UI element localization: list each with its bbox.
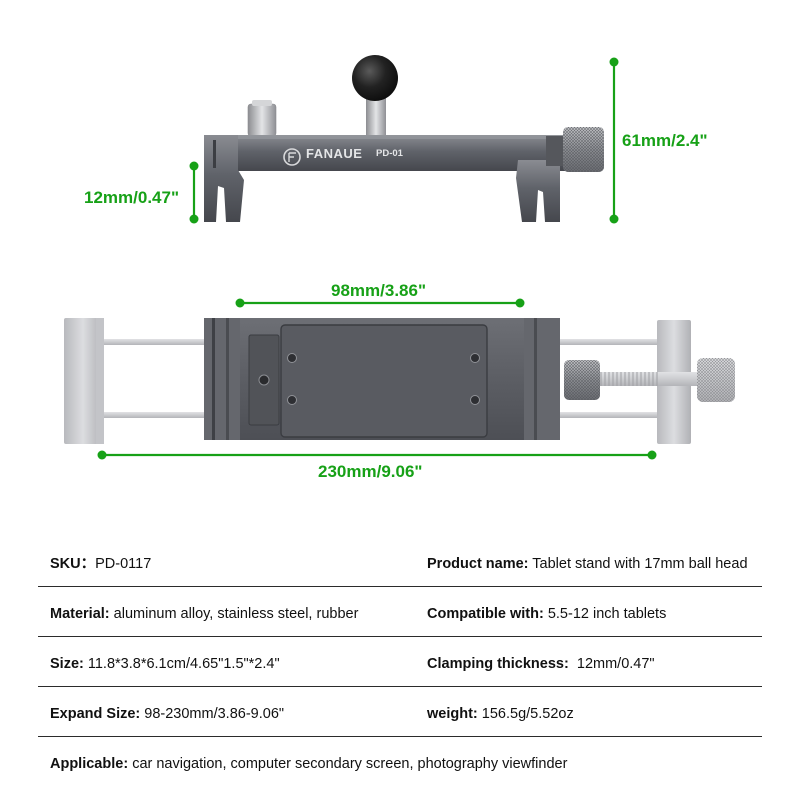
brand-logo-icon — [283, 148, 301, 166]
spec-row: Material: aluminum alloy, stainless stee… — [0, 587, 800, 637]
spec-applicable: Applicable: car navigation, computer sec… — [50, 756, 568, 772]
spec-table: SKU：PD-0117 Product name: Tablet stand w… — [0, 537, 800, 787]
clamp-thickness-label: 12mm/0.47" — [84, 188, 180, 207]
model-number: PD-01 — [376, 148, 403, 159]
max-width-label: 230mm/9.06" — [318, 462, 423, 481]
spec-row: Applicable: car navigation, computer sec… — [0, 737, 800, 787]
spec-row: SKU：PD-0117 Product name: Tablet stand w… — [0, 537, 800, 587]
spec-row: Size: 11.8*3.8*6.1cm/4.65"1.5"*2.4" Clam… — [0, 637, 800, 687]
height-dimension-label: 61mm/2.4" — [622, 131, 708, 150]
spec-material: Material: aluminum alloy, stainless stee… — [50, 606, 359, 622]
product-illustration — [64, 55, 735, 460]
spec-expand-size: Expand Size: 98-230mm/3.86-9.06" — [50, 706, 285, 722]
spec-product-name: Product name: Tablet stand with 17mm bal… — [427, 556, 748, 572]
brand-name: FANAUE — [306, 146, 363, 161]
spec-row: Expand Size: 98-230mm/3.86-9.06" weight:… — [0, 687, 800, 737]
spec-clamping-thickness: Clamping thickness: 12mm/0.47" — [427, 656, 655, 672]
side-view — [189, 55, 619, 224]
spec-weight: weight: 156.5g/5.52oz — [427, 706, 574, 722]
spec-size: Size: 11.8*3.8*6.1cm/4.65"1.5"*2.4" — [50, 656, 280, 672]
ball-head — [352, 55, 398, 101]
spec-sku: SKU：PD-0117 — [50, 556, 152, 572]
min-width-label: 98mm/3.86" — [331, 281, 427, 300]
spec-compatible: Compatible with: 5.5-12 inch tablets — [427, 606, 667, 622]
mount-plate — [280, 324, 488, 438]
top-view — [64, 298, 735, 460]
